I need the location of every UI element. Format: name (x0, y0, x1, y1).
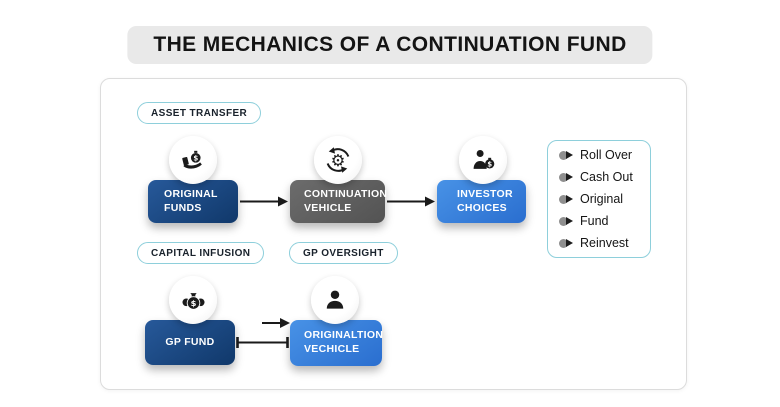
node-continuation-vehicle-label: CONTINUATION VEHICLE (304, 187, 388, 214)
dot-arrow-icon (566, 217, 573, 225)
label-gp-oversight-text: GP OVERSIGHT (303, 247, 384, 259)
arrow-original-to-continuation (240, 196, 288, 207)
choice-label: Reinvest (580, 236, 629, 250)
node-origination-vehicle-label: ORIGINALTION VECHICLE (304, 329, 384, 355)
node-gp-fund: GP FUND (145, 320, 235, 365)
label-capital-infusion: CAPITAL INFUSION (137, 242, 265, 264)
node-investor-choices: INVESTOR CHOICES (437, 180, 526, 223)
label-asset-transfer: ASSET TRANSFER (137, 102, 262, 124)
label-capital-infusion-text: CAPITAL INFUSION (151, 247, 251, 259)
node-origination-vehicle: ORIGINALTION VECHICLE (290, 320, 384, 366)
dot-arrow-icon (566, 239, 573, 247)
list-item: Roll Over (559, 146, 650, 165)
gear-cycle-icon: ⚙ (314, 136, 362, 184)
svg-text:$: $ (190, 297, 196, 307)
dot-arrow-icon (566, 195, 573, 203)
node-original-funds-label: ORIGINAL FUNDS (164, 187, 218, 214)
hand-money-bag-icon: $ (169, 136, 217, 184)
choice-label: Cash Out (580, 170, 633, 184)
dot-arrow-icon (566, 151, 573, 159)
dot-arrow-icon (559, 216, 568, 226)
label-asset-transfer-text: ASSET TRANSFER (151, 107, 248, 119)
list-item: Fund (559, 212, 650, 231)
node-continuation-vehicle: CONTINUATION VEHICLE (290, 180, 388, 223)
list-item: Reinvest (559, 234, 650, 253)
svg-text:$: $ (193, 154, 198, 162)
investor-money-bag-icon: $ (459, 136, 507, 184)
svg-text:⚙: ⚙ (331, 151, 346, 170)
bar-ended-connector (236, 337, 289, 348)
dot-arrow-icon (559, 172, 568, 182)
dot-arrow-icon (559, 238, 568, 248)
choice-label: Fund (580, 214, 609, 228)
label-gp-oversight: GP OVERSIGHT (289, 242, 398, 264)
node-original-funds: ORIGINAL FUNDS (148, 180, 238, 223)
investor-options-panel: Roll Over Cash Out Original Fund Reinves… (547, 140, 651, 258)
choice-label: Original (580, 192, 624, 206)
arrow-gpfund-to-origination (262, 318, 290, 328)
dot-arrow-icon (566, 173, 573, 181)
dot-arrow-icon (559, 194, 568, 204)
list-item: Cash Out (559, 168, 650, 187)
page-title: THE MECHANICS OF A CONTINUATION FUND (127, 26, 653, 64)
arrow-continuation-to-investor (387, 196, 435, 207)
person-icon (311, 276, 359, 324)
money-bags-icon: $ (169, 276, 217, 324)
dot-arrow-icon (559, 150, 568, 160)
node-investor-choices-label: INVESTOR CHOICES (457, 187, 513, 214)
node-gp-fund-label: GP FUND (165, 335, 215, 348)
list-item: Original (559, 190, 650, 209)
svg-text:$: $ (487, 160, 492, 168)
choice-label: Roll Over (580, 148, 633, 162)
